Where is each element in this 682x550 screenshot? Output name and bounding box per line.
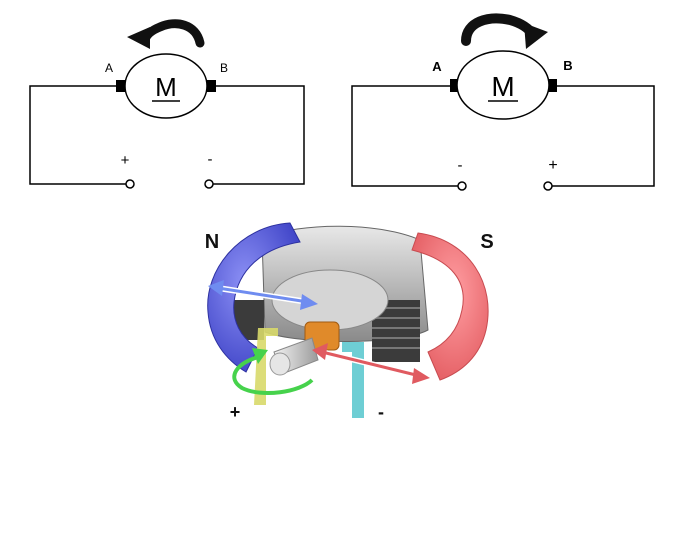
north-magnet <box>207 222 301 373</box>
brush-negative-label: - <box>378 402 384 422</box>
supply-terminal-left <box>457 181 467 191</box>
shaft-end <box>269 352 291 376</box>
right-wire <box>213 85 305 185</box>
north-pole-label: N <box>205 231 219 253</box>
motor-label: M <box>155 72 177 102</box>
motor-label: M <box>491 71 514 102</box>
left-wire <box>351 85 458 187</box>
left-circuit: M A B + - <box>29 19 305 189</box>
right-circuit: M A B - + <box>351 13 655 191</box>
terminal-b-label: B <box>220 61 228 75</box>
motor-symbol <box>456 50 550 120</box>
positive-brush <box>254 328 278 405</box>
terminal-b-block <box>207 80 216 92</box>
supply-terminal-right <box>543 181 553 191</box>
terminal-b-label: B <box>563 58 572 73</box>
motor-symbol <box>124 53 208 119</box>
counterclockwise-arrow-icon <box>127 19 205 49</box>
terminal-a-block <box>116 80 125 92</box>
supply-terminal-right <box>204 179 214 189</box>
south-magnet <box>411 232 489 381</box>
terminal-a-label: A <box>432 59 442 74</box>
clockwise-arrow-icon <box>461 13 548 49</box>
terminal-b-block <box>548 79 557 92</box>
supply-left-sign: - <box>458 157 463 174</box>
rotation-arrow-icon <box>232 348 314 396</box>
left-wire <box>29 85 126 185</box>
supply-terminal-left <box>125 179 135 189</box>
terminal-a-block <box>450 79 459 92</box>
terminal-a-label: A <box>105 61 113 75</box>
south-pole-label: S <box>480 231 493 253</box>
supply-left-sign: + <box>121 152 130 169</box>
supply-right-sign: - <box>208 151 213 168</box>
south-field-arrow-icon <box>312 343 430 384</box>
brush-positive-label: + <box>230 402 241 422</box>
right-wire <box>552 85 655 187</box>
negative-brush <box>342 342 364 418</box>
motor-illustration: N S + - <box>205 222 494 422</box>
supply-right-sign: + <box>548 157 557 174</box>
north-field-arrow-icon <box>208 280 318 310</box>
